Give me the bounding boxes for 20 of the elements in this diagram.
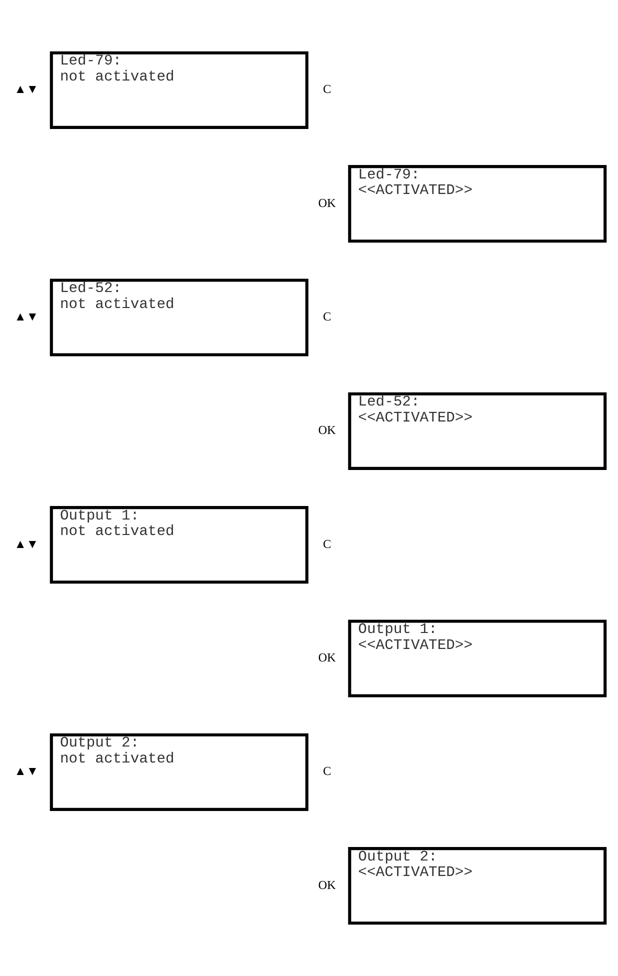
node-label: OK — [318, 650, 336, 665]
node-label: ▲▼ — [14, 536, 38, 551]
node-label: C — [322, 536, 332, 551]
node-box: Output 1: not activated — [50, 506, 308, 584]
node-box: Output 2: <<ACTIVATED>> — [348, 847, 607, 925]
node-box: Led-52: not activated — [50, 278, 308, 356]
node-box: Led-79: <<ACTIVATED>> — [348, 165, 607, 243]
node-label: ▲▼ — [14, 82, 38, 96]
node-box: Led-79: not activated — [50, 51, 308, 129]
node-label: C — [322, 310, 332, 324]
node-box: Output 2: not activated — [50, 733, 308, 811]
node-label: OK — [318, 878, 336, 892]
node-label: C — [322, 82, 332, 96]
node-box: Output 1: <<ACTIVATED>> — [348, 620, 607, 698]
node-label: ▲▼ — [14, 764, 38, 778]
node-label: OK — [318, 423, 336, 438]
node-label: ▲▼ — [14, 310, 38, 324]
node-label: C — [322, 764, 332, 778]
node-box: Led-52: <<ACTIVATED>> — [348, 392, 607, 470]
node-label: OK — [318, 196, 336, 210]
